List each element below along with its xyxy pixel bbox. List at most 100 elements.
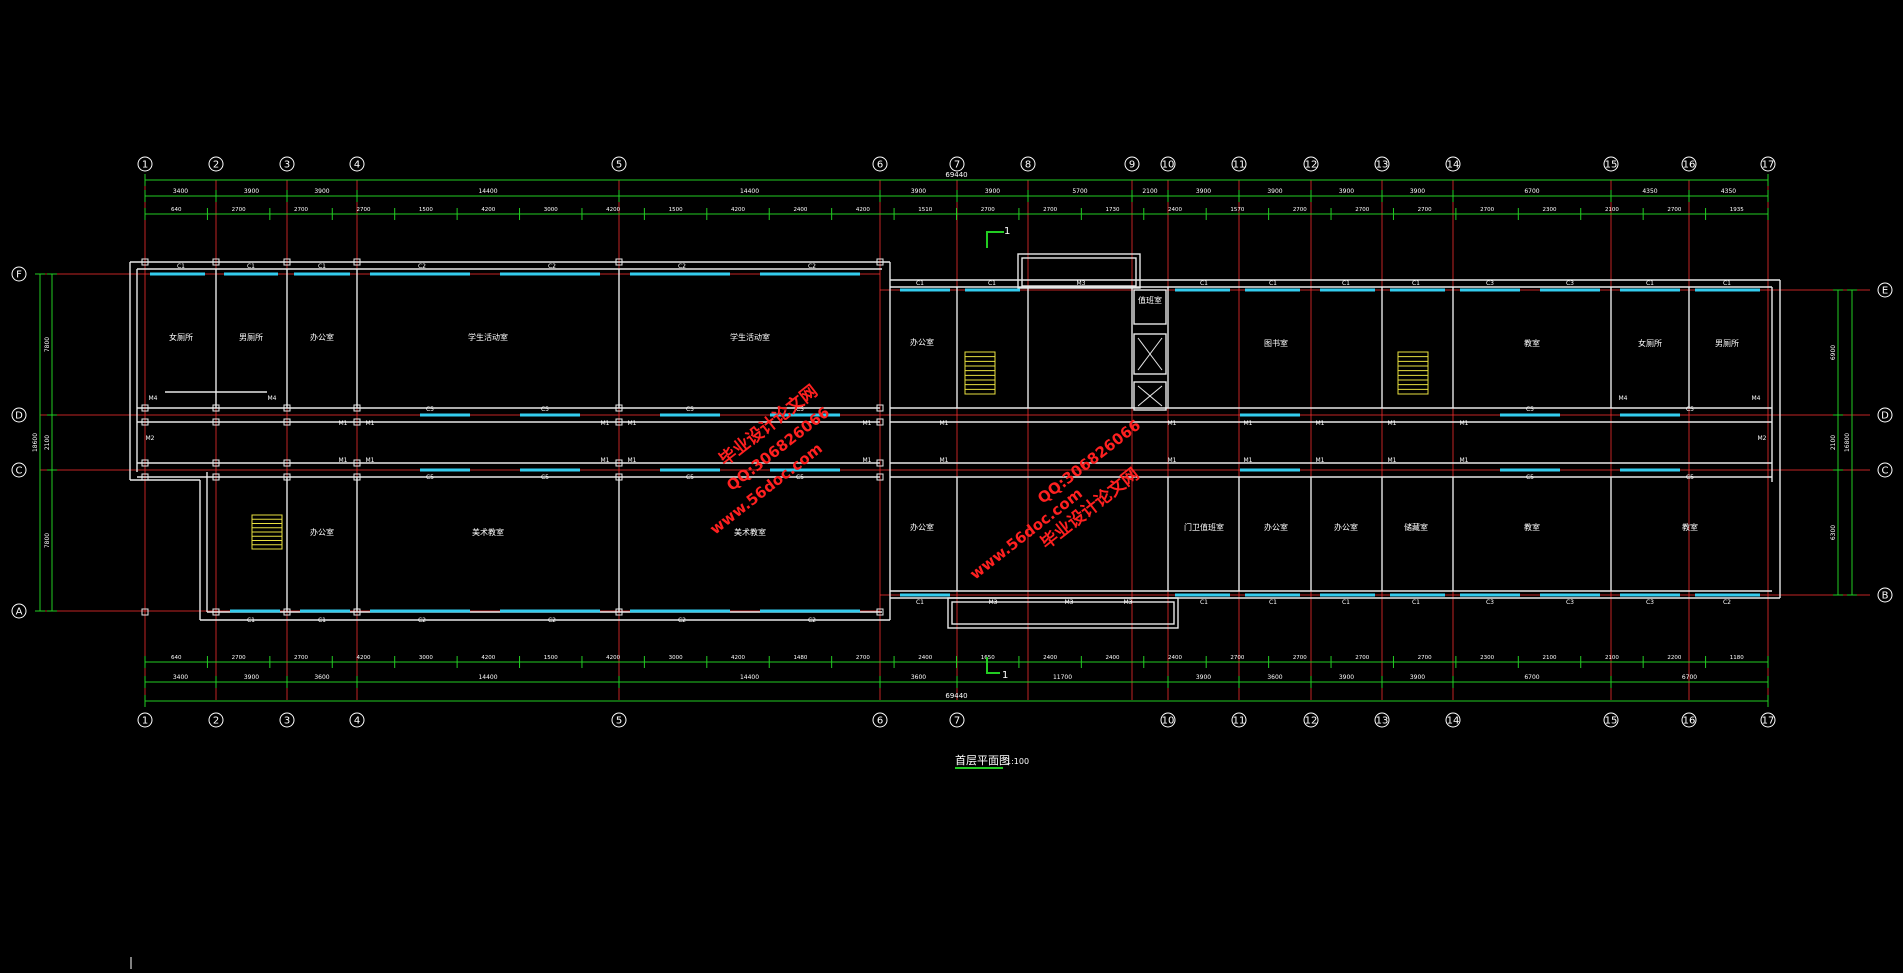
opening-tag: M3 — [1077, 280, 1086, 287]
dim-top-row2-text: 2700 — [356, 207, 370, 213]
opening-tag: C1 — [916, 599, 924, 606]
room-label-reception: 门卫值班室 — [1184, 522, 1224, 532]
opening-tag: M4 — [1752, 395, 1761, 402]
dim-bottom-total-text: 69440 — [945, 692, 967, 700]
dim-top-row2-text: 1510 — [918, 207, 932, 213]
axis-bubble-top-circle — [1760, 156, 1776, 172]
opening-tag: C1 — [1269, 599, 1277, 606]
dim-bottom-row2-text: 4200 — [731, 655, 745, 661]
dim-top-row2-text: 2700 — [1355, 207, 1369, 213]
dim-bottom-row2-text: 2100 — [1543, 655, 1557, 661]
room-label-mens_toilet_left: 男厕所 — [239, 332, 263, 342]
opening-tag: M1 — [1460, 420, 1469, 427]
opening-tag: C1 — [1646, 280, 1654, 287]
column — [615, 608, 623, 616]
room-label-student_lab2: 学生活动室 — [730, 332, 770, 342]
opening-tag: C3 — [1566, 280, 1574, 287]
opening-tag: C1 — [1342, 599, 1350, 606]
dim-bottom-row1-text: 6700 — [1524, 674, 1539, 681]
axis-bubble-top-circle — [1445, 156, 1461, 172]
axis-bubble-top-label: 4 — [354, 160, 360, 171]
dim-bottom-row1-text: 3600 — [1267, 674, 1282, 681]
opening-tag: C5 — [1686, 406, 1694, 413]
column — [212, 459, 220, 467]
axis-bubble-bottom-circle — [1760, 712, 1776, 728]
axis-bubble-left-circle — [11, 462, 27, 478]
axis-bubble-top-circle — [137, 156, 153, 172]
dim-left-total-text: 18600 — [32, 433, 39, 452]
room-label-office_mid_n: 办公室 — [910, 337, 934, 347]
axis-bubble-top-label: 9 — [1129, 160, 1135, 171]
dim-top-row2-text: 2400 — [1168, 207, 1182, 213]
axis-bubble-bottom-label: 3 — [284, 716, 290, 727]
column — [141, 473, 149, 481]
opening-tag: C1 — [247, 617, 255, 624]
dim-bottom-row2-text: 1480 — [793, 655, 807, 661]
axis-bubble-bottom-label: 5 — [616, 716, 622, 727]
opening-tag: C2 — [808, 617, 816, 624]
axis-bubble-bottom-circle — [1681, 712, 1697, 728]
axis-bubble-bottom-label: 15 — [1605, 716, 1618, 727]
axis-bubble-top-circle — [1303, 156, 1319, 172]
opening-tag: C1 — [1269, 280, 1277, 287]
dim-bottom-row1-text: 3400 — [173, 674, 188, 681]
dim-right-inner-text: 6300 — [1830, 525, 1837, 540]
opening-tag: M4 — [268, 395, 277, 402]
dim-bottom-row2-text: 2700 — [294, 655, 308, 661]
dim-top-row1-text: 14400 — [740, 188, 759, 195]
dim-top-row2-text: 2700 — [1043, 207, 1057, 213]
section-marker-top-label: 1 — [1004, 226, 1010, 237]
axis-bubble-top-label: 12 — [1305, 160, 1318, 171]
axis-bubble-bottom-circle — [1231, 712, 1247, 728]
dim-bottom-row2-text: 2300 — [1480, 655, 1494, 661]
column — [283, 473, 291, 481]
dim-top-row2-text: 2700 — [1480, 207, 1494, 213]
dim-top-row1-text: 4350 — [1642, 188, 1657, 195]
wall-outline — [1133, 381, 1167, 411]
axis-bubble-top-circle — [1681, 156, 1697, 172]
opening-tag: C2 — [678, 617, 686, 624]
room-label-womens_toilet_left: 女厕所 — [169, 332, 193, 342]
axis-bubble-top-label: 8 — [1025, 160, 1031, 171]
dim-top-row2-text: 2700 — [294, 207, 308, 213]
room-label-art_room1: 美术教室 — [472, 527, 504, 537]
axis-bubble-right-circle — [1877, 282, 1893, 298]
opening-tag: C5 — [686, 406, 694, 413]
opening-tag: C3 — [1646, 599, 1654, 606]
dim-right-total-text: 16800 — [1844, 433, 1851, 452]
axis-bubble-bottom-label: 11 — [1233, 716, 1246, 727]
axis-bubble-bottom-circle — [137, 712, 153, 728]
wall-outline — [1133, 289, 1167, 325]
axis-bubble-top-label: 6 — [877, 160, 883, 171]
dim-bottom-row1-text: 3900 — [1410, 674, 1425, 681]
column — [615, 459, 623, 467]
dim-top-row2-text: 2700 — [232, 207, 246, 213]
opening-tag: M1 — [1244, 420, 1253, 427]
stairs — [251, 351, 1429, 550]
dim-bottom-row1-text: 3900 — [1339, 674, 1354, 681]
opening-tag: M1 — [601, 420, 610, 427]
dim-top-row1-text: 3900 — [1410, 188, 1425, 195]
opening-tag: C1 — [247, 263, 255, 270]
dim-top-row2-text: 4200 — [606, 207, 620, 213]
axis-bubble-top-label: 1 — [142, 160, 148, 171]
room-label-office_se2: 办公室 — [1334, 522, 1358, 532]
dim-top-row1-text: 2100 — [1142, 188, 1157, 195]
opening-tag: M2 — [146, 435, 155, 442]
opening-tag: C1 — [318, 617, 326, 624]
dim-top-row2-text: 640 — [171, 207, 182, 213]
opening-tag: M4 — [1619, 395, 1628, 402]
axis-bubble-top-label: 5 — [616, 160, 622, 171]
opening-tag: C1 — [1412, 599, 1420, 606]
elevator-cross — [1137, 385, 1163, 407]
dim-bottom-row2-text: 2700 — [1230, 655, 1244, 661]
opening-tag: C5 — [796, 406, 804, 413]
dim-top-row2-text: 1730 — [1106, 207, 1120, 213]
dim-bottom-row2-text: 1180 — [1730, 655, 1744, 661]
column — [353, 459, 361, 467]
opening-tag: M1 — [366, 420, 375, 427]
room-label-office_mid_s: 办公室 — [910, 522, 934, 532]
opening-tag: C5 — [686, 474, 694, 481]
